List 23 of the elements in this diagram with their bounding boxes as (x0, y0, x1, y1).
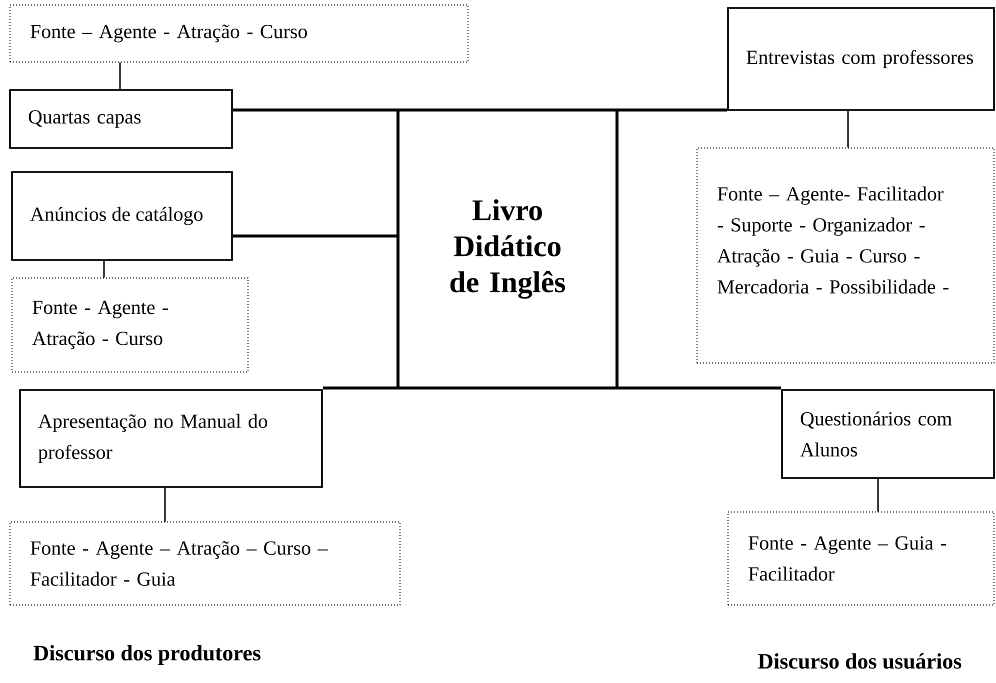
source-box: Questionários com Alunos (781, 389, 995, 479)
group-caption: Discurso dos usuários (758, 653, 962, 669)
connector-line (164, 488, 166, 522)
source-box: Apresentação no Manual do professor (19, 389, 323, 488)
connector-line (618, 108, 728, 112)
title-box: Livro Didático de Inglês (396, 108, 618, 390)
connector-line (877, 478, 879, 512)
connector-line (103, 260, 105, 278)
group-caption: Discurso dos produtores (34, 645, 260, 665)
connector-line (847, 110, 849, 148)
source-box: Quartas capas (9, 89, 233, 149)
connector-line (232, 234, 396, 238)
connector-line (119, 62, 121, 90)
category-box: Fonte - Agente – Guia - Facilitador (728, 512, 995, 606)
category-box: Fonte - Agente – Atração – Curso – Facilitador - Guia (10, 522, 400, 606)
category-box: Fonte - Agente - Atração - Curso (12, 278, 248, 372)
connector-line (322, 386, 396, 390)
connector-line (232, 108, 396, 112)
connector-line (618, 386, 782, 390)
source-box: Entrevistas com professores (727, 7, 995, 111)
source-box: Anúncios de catálogo (11, 171, 233, 261)
category-box: Fonte – Agente - Atração - Curso (10, 4, 468, 62)
category-box: Fonte – Agente- Facilitador - Suporte - Organizador - Atração - Guia - Curso - Mercadoria - Possibilidade - (696, 148, 995, 364)
